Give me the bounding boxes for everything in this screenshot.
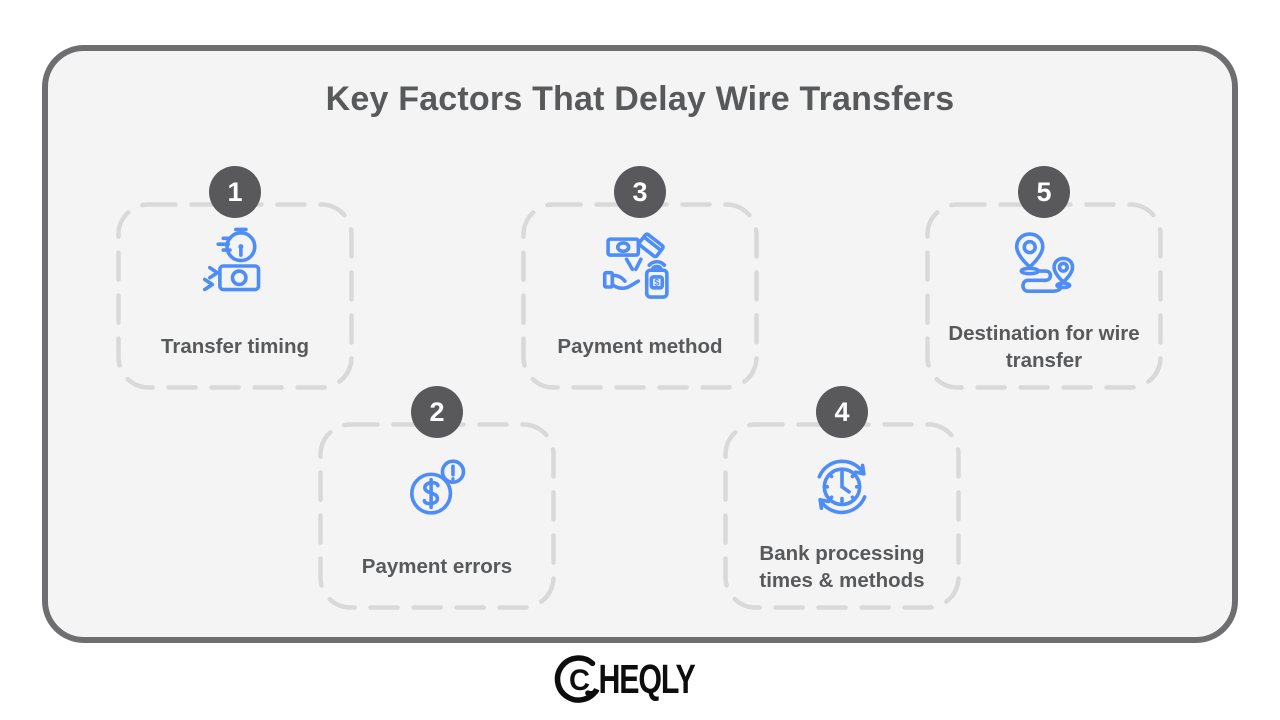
factor-label: Bank processing times & methods <box>759 541 925 592</box>
main-panel <box>42 45 1238 643</box>
page-title: Key Factors That Delay Wire Transfers <box>325 80 955 118</box>
factor-number-badge: 2 <box>411 386 463 438</box>
factor-box-payment-errors: 2 Payment errors <box>318 386 556 610</box>
logo-text: HEQLY <box>598 655 696 702</box>
payment-error-icon <box>395 444 479 528</box>
factor-number-badge: 4 <box>816 386 868 438</box>
factor-number-badge: 3 <box>614 166 666 218</box>
payment-method-icon: $ <box>598 224 682 308</box>
factor-box-destination: 5 Destination for wire transfer <box>925 166 1163 390</box>
factor-number-badge: 1 <box>209 166 261 218</box>
factor-number-badge: 5 <box>1018 166 1070 218</box>
factor-label: Payment method <box>557 335 723 359</box>
fast-money-transfer-icon <box>193 224 277 308</box>
brand-logo: C HEQLY <box>552 652 729 706</box>
factor-label: Transfer timing <box>160 335 310 359</box>
factor-box-payment-method: 3 $ Payment method <box>521 166 759 390</box>
svg-text:$: $ <box>654 278 659 288</box>
route-destination-icon <box>1002 224 1086 308</box>
processing-clock-icon <box>800 444 884 528</box>
factor-label: Payment errors <box>361 555 513 579</box>
logo-first-letter: C <box>569 664 590 697</box>
factor-box-bank-processing: 4 Bank processing times & methods <box>723 386 961 610</box>
factor-label: Destination for wire transfer <box>948 321 1140 372</box>
factor-box-transfer-timing: 1 Transfer timing <box>116 166 354 390</box>
logo-arc-icon: C <box>554 655 600 703</box>
